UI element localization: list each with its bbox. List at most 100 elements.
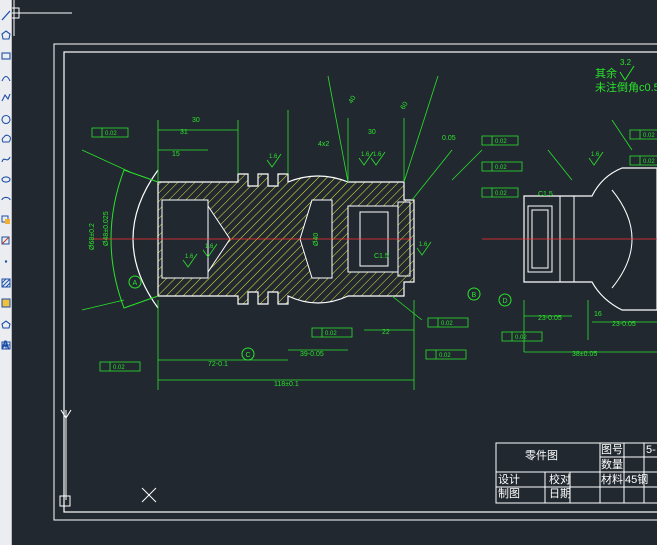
dim-top-40: 40 bbox=[348, 95, 358, 105]
cursor-x2 bbox=[141, 487, 157, 503]
leader-line-5 bbox=[451, 149, 483, 181]
region-icon[interactable] bbox=[0, 318, 11, 332]
dim-overall: 118±0.1 bbox=[274, 381, 299, 388]
point-icon[interactable] bbox=[0, 254, 11, 268]
roughness-value-2: 1.6 bbox=[373, 152, 382, 158]
title-date-label: 日期 bbox=[549, 488, 571, 500]
gradient-icon[interactable] bbox=[0, 296, 11, 310]
polyline-icon[interactable] bbox=[0, 90, 11, 104]
tolerance-frame-8 bbox=[501, 331, 543, 342]
tolerance-frame-9 bbox=[629, 129, 657, 140]
dim-top-30b: 30 bbox=[368, 129, 376, 136]
ucs-y-arm2 bbox=[65, 409, 72, 419]
spline-icon[interactable] bbox=[0, 152, 11, 166]
roughness-value-4: 1.6 bbox=[591, 152, 600, 158]
tolerance-frame-text-7: 0.02 bbox=[439, 353, 451, 359]
note-roughness-label: 其余 bbox=[595, 68, 617, 80]
title-material-label: 材料 bbox=[601, 474, 623, 486]
dim-left-dia1: Ø68±0.2 bbox=[89, 223, 96, 250]
dim-center-dia: Ø40 bbox=[313, 233, 320, 246]
dim-top-60: 60 bbox=[400, 101, 410, 111]
title-quantity-label: 数量 bbox=[601, 459, 623, 471]
datum-label-1: B bbox=[472, 292, 477, 299]
circle-icon[interactable] bbox=[0, 112, 11, 126]
leader-line-3 bbox=[403, 75, 439, 183]
tolerance-frame-3 bbox=[481, 187, 519, 198]
tolerance-frame-text-2: 0.02 bbox=[495, 165, 507, 171]
tolerance-frame-10 bbox=[629, 155, 657, 166]
title-drafter-label: 制图 bbox=[498, 488, 520, 500]
arc-icon[interactable] bbox=[0, 70, 11, 84]
roughness-value-5: 1.6 bbox=[185, 254, 194, 260]
leader-line-7 bbox=[547, 149, 573, 181]
tolerance-frame-text-1: 0.02 bbox=[495, 139, 507, 145]
roughness-value-6: 1.6 bbox=[269, 154, 278, 160]
title-drawing-no-value: 5- bbox=[646, 444, 656, 456]
roughness-symbol-5 bbox=[182, 253, 198, 268]
tolerance-frame-text-0: 0.02 bbox=[105, 131, 117, 137]
title-material-value: 45钢 bbox=[625, 474, 649, 486]
dim-left-dia2: Ø48±0.025 bbox=[103, 211, 110, 246]
tolerance-frame-2 bbox=[481, 161, 523, 172]
dim-bottom-22: 22 bbox=[382, 329, 390, 336]
leader-line-4 bbox=[411, 149, 453, 201]
sheet-outer-border bbox=[53, 43, 657, 521]
note-roughness-value: 3.2 bbox=[620, 58, 632, 67]
drawing-svg: 0.020.020.020.020.020.020.020.020.020.02… bbox=[12, 0, 657, 521]
ellipse-arc-icon[interactable] bbox=[0, 192, 11, 206]
roughness-symbol-3 bbox=[416, 241, 432, 256]
datum-circle-1 bbox=[467, 287, 481, 301]
dim-right-16: 16 bbox=[594, 311, 602, 318]
polygon-icon[interactable] bbox=[0, 28, 11, 42]
leader-line-8 bbox=[611, 119, 633, 151]
datum-label-0: A bbox=[133, 280, 138, 287]
tolerance-frame-text-5: 0.02 bbox=[325, 331, 337, 337]
right-view-body bbox=[523, 167, 657, 311]
rectangle-icon[interactable] bbox=[0, 48, 11, 62]
title-drawing-no-label: 图号 bbox=[601, 444, 623, 456]
ellipse-icon[interactable] bbox=[0, 172, 11, 186]
title-block-frame bbox=[495, 442, 657, 504]
roughness-value-3: 1.6 bbox=[419, 242, 428, 248]
hatch-icon[interactable] bbox=[0, 276, 11, 290]
leader-line-1 bbox=[81, 299, 125, 311]
dim-bottom-72: 72-0.1 bbox=[208, 361, 228, 368]
roughness-symbol-6 bbox=[266, 153, 282, 168]
roughness-value-1: 1.6 bbox=[361, 152, 370, 158]
ucs-y-arm1 bbox=[60, 409, 67, 419]
table-icon[interactable] bbox=[0, 338, 11, 352]
roughness-symbol-1 bbox=[358, 151, 374, 166]
ucs-origin-box-icon bbox=[59, 495, 71, 507]
dim-c15: C1.5 bbox=[538, 191, 553, 198]
leader-line-6 bbox=[391, 295, 423, 321]
roughness-symbol-4 bbox=[588, 151, 604, 166]
tolerance-frame-1 bbox=[481, 135, 519, 146]
dim-top-31: 31 bbox=[180, 129, 188, 136]
note-chamfer: 未注倒角c0.5 bbox=[595, 82, 657, 94]
tolerance-frame-text-10: 0.02 bbox=[643, 159, 655, 165]
roughness-symbol-2 bbox=[370, 151, 386, 166]
multiline-text-icon[interactable]: A bbox=[1, 338, 10, 352]
tolerance-frame-6 bbox=[99, 361, 141, 372]
make-block-icon[interactable] bbox=[0, 234, 11, 248]
leader-line-2 bbox=[327, 75, 349, 183]
dim-right-23b: 23-0.05 bbox=[612, 321, 636, 328]
revision-cloud-icon[interactable] bbox=[0, 132, 11, 146]
datum-label-3: D bbox=[503, 298, 508, 305]
title-drawing-name: 零件图 bbox=[525, 450, 558, 462]
insert-block-icon[interactable] bbox=[0, 212, 11, 226]
roughness-note-symbol bbox=[619, 65, 635, 81]
line-icon[interactable] bbox=[0, 8, 11, 22]
title-designer-label: 设计 bbox=[498, 474, 520, 486]
roughness-value-0: 1.6 bbox=[205, 244, 214, 250]
dim-right-38: 38±0.05 bbox=[572, 351, 597, 358]
dim-top-4x2: 4x2 bbox=[318, 141, 329, 148]
datum-circle-2 bbox=[241, 347, 255, 361]
datum-label-2: C bbox=[246, 352, 251, 359]
tolerance-frame-text-9: 0.02 bbox=[643, 133, 655, 139]
tolerance-frame-text-4: 0.02 bbox=[441, 321, 453, 327]
dim-top-15: 15 bbox=[172, 151, 180, 158]
dim-top-30: 30 bbox=[192, 117, 200, 124]
leader-line-0 bbox=[81, 149, 131, 173]
